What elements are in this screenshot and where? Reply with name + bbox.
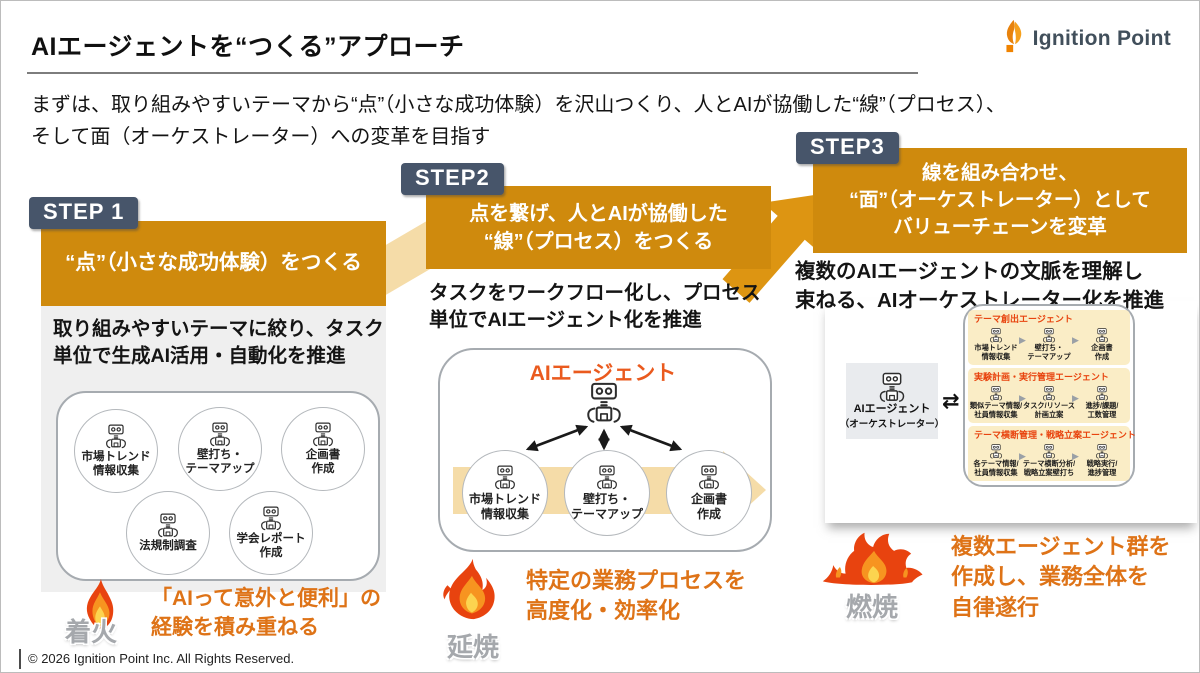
robot-icon (1041, 386, 1057, 401)
robot-icon (258, 506, 284, 531)
robot-icon (1041, 328, 1057, 343)
slide-edge-mark (19, 649, 21, 669)
company-logo: Ignition Point (1001, 19, 1171, 53)
page-title: AIエージェントを“つくる”アプローチ (31, 33, 465, 61)
agent-group: 実験計画・実行管理エージェント 類似テーマ情報/社員情報収集 ▶ タスク/リソー… (968, 368, 1130, 423)
robot-icon (1094, 386, 1110, 401)
medium-flame-icon (438, 557, 504, 621)
robot-icon (988, 386, 1004, 401)
logo-flame-icon (1001, 19, 1028, 53)
agent-item: 各テーマ情報/社員情報収集 (971, 444, 1021, 477)
robot-icon (988, 444, 1004, 459)
agent-circle: 市場トレンド情報収集 (74, 409, 158, 493)
chevron-right-icon: ▶ (1072, 335, 1079, 345)
robot-icon (207, 422, 233, 447)
robot-icon (1094, 444, 1110, 459)
agent-circle: 壁打ち・テーマアップ (178, 407, 262, 491)
robot-icon (594, 465, 620, 490)
agent-circle: 企画書作成 (281, 407, 365, 491)
stage-label-ignite: 着火 (65, 617, 118, 647)
title-divider (27, 72, 918, 74)
agent-item: テーマ横断分析/戦略立案壁打ち (1023, 444, 1075, 477)
intro-line-1: まずは、取り組みやすいテーマから“点”（小さな成功体験）を沢山つくり、人とAIが… (31, 94, 1006, 116)
step3-label: STEP3 (796, 132, 899, 164)
robot-icon (1094, 328, 1110, 343)
chevron-right-icon: ▶ (1072, 393, 1079, 403)
agent-item: 壁打ち・テーマアップ (1024, 328, 1074, 361)
robot-icon (876, 372, 908, 403)
wide-flame-icon (819, 528, 933, 587)
agent-item: 企画書作成 (1077, 328, 1127, 361)
agent-circle: 市場トレンド情報収集 (462, 450, 548, 536)
intro-text: まずは、取り組みやすいテーマから“点”（小さな成功体験）を沢山つくり、人とAIが… (31, 89, 1006, 153)
agent-item: 市場トレンド情報収集 (971, 328, 1021, 361)
intro-line-2: そして面（オーケストレーター）への変革を目指す (31, 126, 491, 148)
robot-icon (988, 328, 1004, 343)
step1-heading: “点”（小さな成功体験）をつくる (65, 251, 362, 275)
chevron-right-icon: ▶ (1072, 451, 1079, 461)
robot-icon (155, 513, 181, 538)
outcome-text-step1: 「AIって意外と便利」の 経験を積み重ねる (151, 587, 381, 639)
agent-group: テーマ創出エージェント 市場トレンド情報収集 ▶ 壁打ち・テーマアップ ▶ 企画… (968, 310, 1130, 365)
chevron-right-icon: ▶ (1019, 451, 1026, 461)
outcome-text-step2: 特定の業務プロセスを 高度化・効率化 (526, 568, 747, 624)
step1-heading-box: “点”（小さな成功体験）をつくる (41, 221, 386, 306)
robot-icon (103, 424, 129, 449)
agent-item: 類似テーマ情報/社員情報収集 (970, 386, 1022, 419)
agent-item: タスク/リソース計画立案 (1023, 386, 1075, 419)
chevron-right-icon: ▶ (1019, 393, 1026, 403)
step1-label: STEP 1 (29, 197, 139, 229)
agent-circle: 法規制調査 (126, 491, 210, 575)
robot-icon (492, 465, 518, 490)
agent-item: 戦略実行/進捗管理 (1077, 444, 1127, 477)
step3-heading-box: 線を組み合わせ、 “面”（オーケストレーター）として バリューチェーンを変革 (813, 148, 1187, 253)
agent-circle: 壁打ち・テーマアップ (564, 450, 650, 536)
stage-label-burn: 燃焼 (846, 592, 899, 622)
orchestrator-box: AIエージェント （オーケストレーター） (840, 363, 944, 439)
copyright-text: © 2026 Ignition Point Inc. All Rights Re… (28, 651, 295, 666)
outcome-text-step3: 複数エージェント群を 作成し、業務全体を 自律遂行 (951, 534, 1171, 620)
agent-item: 進捗/課題/工数管理 (1077, 386, 1127, 419)
stage-label-spread: 延焼 (447, 632, 500, 662)
agent-circle: 企画書作成 (666, 450, 752, 536)
step2-heading-box: 点を繋げ、人とAIが協働した “線”（プロセス）をつくる (426, 186, 771, 269)
exchange-arrows-icon: ⇄ (942, 390, 960, 413)
robot-icon (696, 465, 722, 490)
agent-groups-frame: テーマ創出エージェント 市場トレンド情報収集 ▶ 壁打ち・テーマアップ ▶ 企画… (963, 304, 1136, 487)
robot-icon (310, 422, 336, 447)
agent-group: テーマ横断管理・戦略立案エージェント 各テーマ情報/社員情報収集 ▶ テーマ横断… (968, 426, 1136, 481)
step1-description: 取り組みやすいテーマに絞り、タスク 単位で生成AI活用・自動化を推進 (53, 318, 384, 368)
chevron-right-icon: ▶ (1019, 335, 1026, 345)
step2-description: タスクをワークフロー化し、プロセス 単位でAIエージェント化を推進 (429, 282, 761, 332)
agent-circle: 学会レポート作成 (229, 491, 313, 575)
step2-label: STEP2 (401, 163, 504, 195)
logo-text: Ignition Point (1032, 27, 1171, 50)
robot-icon (1041, 444, 1057, 459)
robot-icon (582, 382, 626, 424)
step2-diagram-title: AIエージェント (529, 362, 677, 385)
